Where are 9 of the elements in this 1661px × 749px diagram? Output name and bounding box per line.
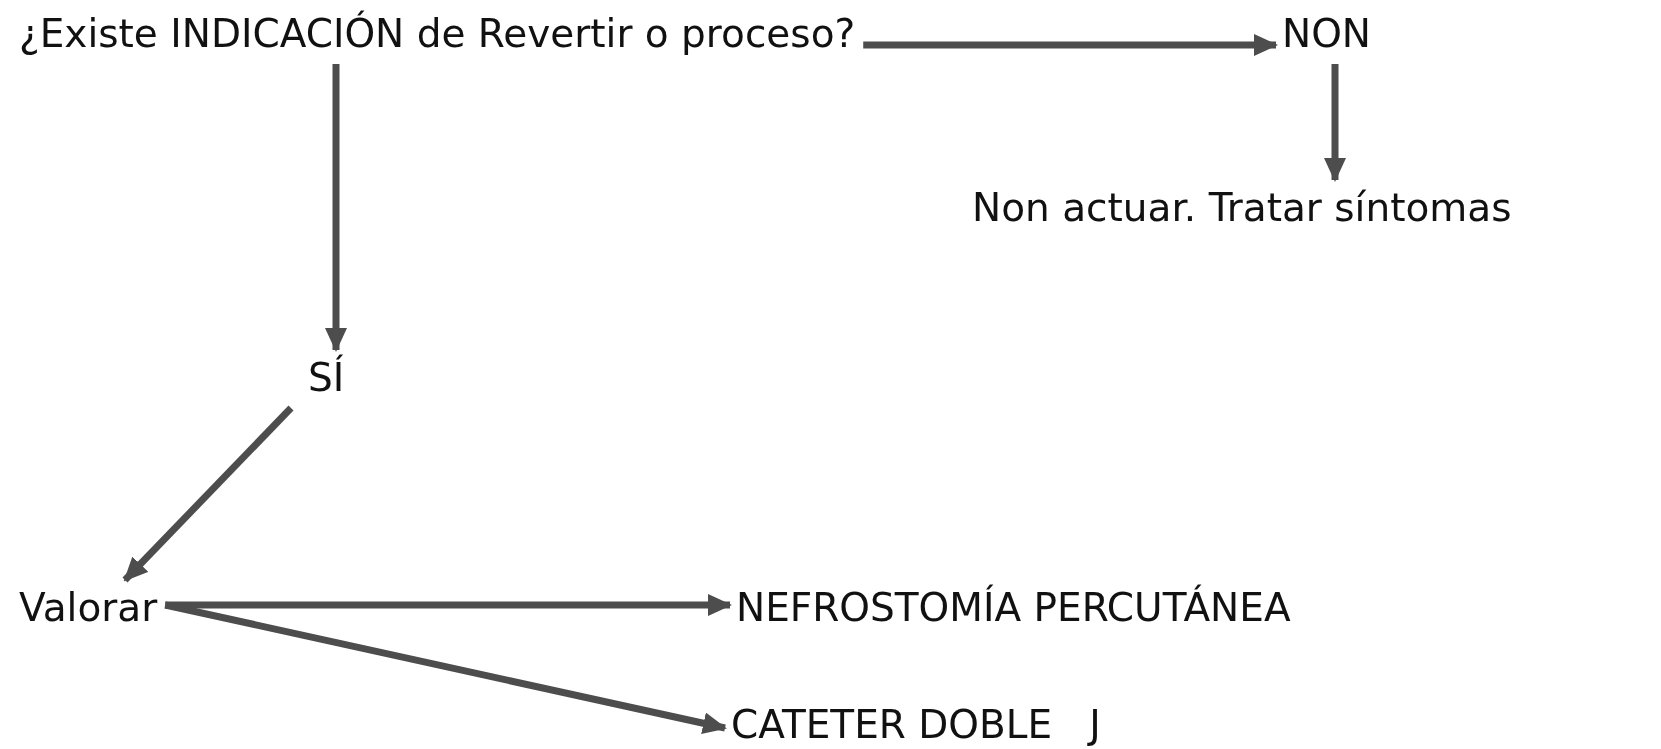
answer-text: SÍ	[308, 356, 345, 400]
arrow	[164, 601, 727, 734]
option-text: NEFROSTOMÍA PERCUTÁNEA	[736, 586, 1291, 630]
option-text: CATETER DOBLE J	[731, 703, 1101, 747]
outcome-text: Non actuar. Tratar síntomas	[972, 186, 1512, 230]
arrow	[122, 405, 294, 583]
answer-text: NON	[1282, 12, 1372, 56]
question-text: ¿Existe INDICACIÓN de Revertir o proceso?	[19, 12, 856, 56]
step-text: Valorar	[19, 586, 158, 630]
